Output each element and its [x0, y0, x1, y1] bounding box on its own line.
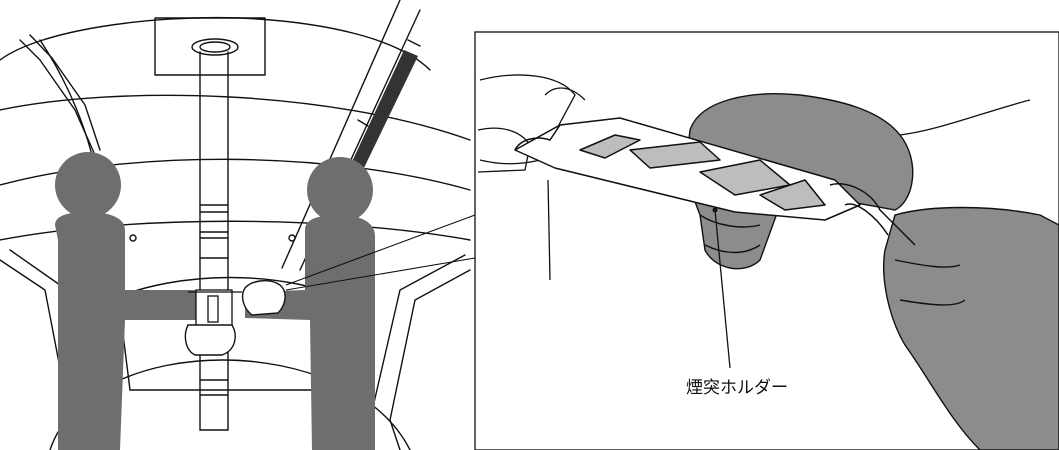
left-sleeve-2	[30, 35, 100, 150]
ceiling-plate	[155, 18, 265, 75]
tent-canopy	[0, 18, 430, 70]
left-sleeve	[20, 40, 95, 155]
chimney-holder-label: 煙突ホルダー	[686, 378, 788, 398]
person-silhouette	[307, 157, 373, 223]
detail-panel: 煙突ホルダー	[475, 32, 1059, 450]
label-dot	[713, 208, 718, 213]
screw-left	[130, 235, 136, 241]
glove	[185, 325, 235, 355]
glove-right-small	[243, 281, 286, 315]
holder-small	[188, 290, 242, 330]
door-arch-right	[390, 270, 470, 450]
glove-left-small	[185, 325, 235, 355]
screw-right	[289, 235, 295, 241]
person-left	[55, 152, 205, 450]
person-silhouette	[55, 152, 121, 218]
chimney-pipe	[200, 52, 228, 430]
tent-roof-outer	[0, 95, 470, 140]
glove	[243, 281, 286, 315]
chimney-flange-inner	[200, 42, 230, 52]
